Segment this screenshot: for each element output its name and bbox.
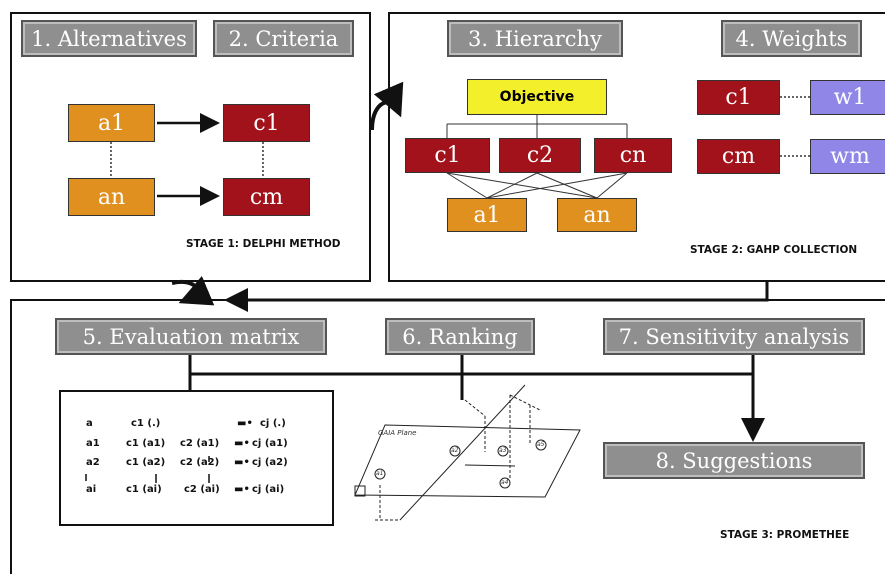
matrix-cell: c1 (a1) xyxy=(126,438,166,449)
hierarchy-criterion-c2: c2 xyxy=(499,138,581,173)
connectors xyxy=(59,81,810,526)
header-ranking: 6. Ranking xyxy=(385,318,535,355)
gaia-point-label: a5 xyxy=(537,441,545,448)
hierarchy-criterion-c1: c1 xyxy=(405,138,490,173)
hierarchy-alternative-an: an xyxy=(557,198,637,232)
weight-criterion-cm: cm xyxy=(697,139,780,174)
matrix-dash: ▬• xyxy=(234,484,250,495)
matrix-cell: cj (a1) xyxy=(252,438,288,449)
hierarchy-alternative-a1: a1 xyxy=(447,198,527,232)
alternative-an-box: an xyxy=(68,178,155,216)
criterion-c1-box: c1 xyxy=(223,104,310,142)
header-sensitivity-analysis: 7. Sensitivity analysis xyxy=(603,318,865,355)
matrix-cell: cj (.) xyxy=(260,418,286,429)
stage2-label: STAGE 2: GAHP COLLECTION xyxy=(690,244,858,256)
curve-arrow-1-2 xyxy=(370,81,404,131)
gaia-point-label: a4 xyxy=(501,479,509,486)
matrix-cell: c2 (a1) xyxy=(180,438,220,449)
matrix-cell: a1 xyxy=(86,438,100,449)
matrix-dash: ▬• xyxy=(237,418,253,429)
objective-box: Objective xyxy=(467,79,607,115)
weight-criterion-c1: c1 xyxy=(697,80,780,115)
gaia-point-label: a2 xyxy=(451,447,459,454)
matrix-cell: c1 (.) xyxy=(131,418,161,429)
stage1-label: STAGE 1: DELPHI METHOD xyxy=(186,238,341,250)
header-suggestions: 8. Suggestions xyxy=(603,442,865,479)
criterion-cm-box: cm xyxy=(223,178,310,216)
weight-w1: w1 xyxy=(810,80,885,115)
matrix-cell: cj (a2) xyxy=(252,457,288,468)
gaia-point-label: a1 xyxy=(376,470,384,477)
evaluation-matrix-frame xyxy=(59,390,334,526)
matrix-cell: c1 (ai) xyxy=(126,484,162,495)
curve-arrow-1-3 xyxy=(171,275,215,306)
matrix-dash: ▬• xyxy=(234,457,250,468)
alternative-a1-box: a1 xyxy=(68,104,155,142)
matrix-cell: c2 (ai) xyxy=(184,484,220,495)
header-criteria: 2. Criteria xyxy=(213,20,354,57)
gaia-plane-diagram xyxy=(354,384,581,521)
gaia-plane-label: GAIA Plane xyxy=(378,429,417,437)
weight-wm: wm xyxy=(810,139,885,174)
arrow-2-3 xyxy=(224,282,769,312)
hierarchy-criterion-cn: cn xyxy=(594,138,672,173)
header-evaluation-matrix: 5. Evaluation matrix xyxy=(55,318,327,355)
matrix-cell: a2 xyxy=(86,457,100,468)
matrix-dash: ▬• xyxy=(234,438,250,449)
header-alternatives: 1. Alternatives xyxy=(21,20,197,57)
matrix-cell: ai xyxy=(86,484,97,495)
stage3-label: STAGE 3: PROMETHEE xyxy=(720,529,850,541)
matrix-cell: c2 (a2) xyxy=(180,457,220,468)
matrix-cell: a xyxy=(86,418,93,429)
header-weights: 4. Weights xyxy=(721,20,862,57)
gaia-point-label: a3 xyxy=(499,447,507,454)
header-hierarchy: 3. Hierarchy xyxy=(447,20,623,57)
matrix-cell: cj (ai) xyxy=(252,484,285,495)
stage1-panel xyxy=(10,12,371,282)
matrix-cell: c1 (a2) xyxy=(126,457,166,468)
